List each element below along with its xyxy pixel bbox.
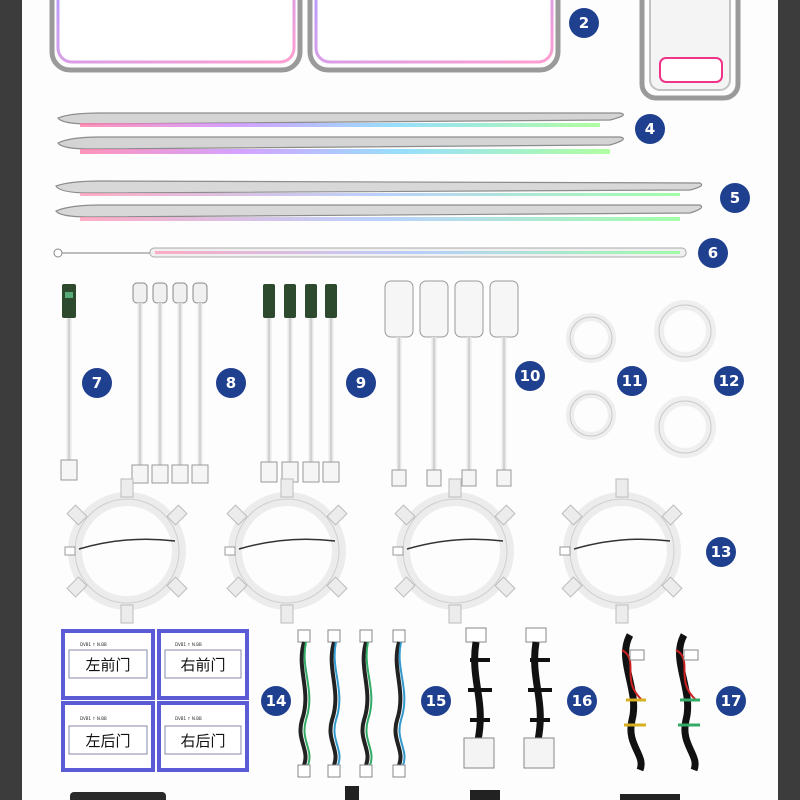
svg-text:5: 5 [730, 189, 740, 207]
number-badges: 2 4 5 6 7 8 9 10 11 12 13 14 15 16 17 [82, 8, 750, 716]
svg-text:12: 12 [719, 372, 740, 390]
badge-12: 12 [714, 366, 744, 396]
svg-text:14: 14 [266, 692, 287, 710]
part-3-frame [639, 0, 741, 101]
left-edge-shadow [0, 0, 22, 800]
part-6-fiber [53, 247, 687, 258]
part-11-rings [566, 313, 616, 440]
svg-text:8: 8 [226, 374, 236, 392]
svg-text:7: 7 [92, 374, 102, 392]
badge-15: 15 [421, 686, 451, 716]
card-right-rear: 右后门 [180, 732, 225, 750]
svg-text:16: 16 [572, 692, 593, 710]
svg-text:4: 4 [645, 120, 655, 138]
part-10-panels [384, 280, 519, 487]
part-17-harness [621, 633, 700, 772]
svg-text:DVB1 ↑ N.BB: DVB1 ↑ N.BB [175, 716, 202, 721]
card-right-front: 右前门 [180, 656, 225, 674]
svg-text:9: 9 [356, 374, 366, 392]
badge-13: 13 [706, 537, 736, 567]
badge-6: 6 [698, 238, 728, 268]
badge-17: 17 [716, 686, 746, 716]
svg-text:15: 15 [426, 692, 447, 710]
part-9-cables [260, 284, 340, 483]
badge-14: 14 [261, 686, 291, 716]
part-5-strips [55, 180, 703, 221]
svg-text:DVB1 ↑ N.BB: DVB1 ↑ N.BB [80, 716, 107, 721]
badge-8: 8 [216, 368, 246, 398]
part-16-harness [463, 627, 555, 769]
badge-2: 2 [569, 8, 599, 38]
part-4-strips [57, 112, 624, 154]
badge-9: 9 [346, 368, 376, 398]
part-8-cables [131, 282, 209, 484]
svg-text:6: 6 [708, 244, 718, 262]
card-left-front: 左前门 [85, 656, 130, 674]
svg-text:17: 17 [721, 692, 742, 710]
part-2-frames [49, 0, 561, 73]
badge-7: 7 [82, 368, 112, 398]
svg-text:DVB1 ↑ N.BB: DVB1 ↑ N.BB [175, 642, 202, 647]
part-7-cable [60, 284, 78, 481]
part-14-15-wires [297, 629, 406, 778]
svg-text:DVB1 ↑ N.BB: DVB1 ↑ N.BB [80, 642, 107, 647]
part-13-speaker-rings [64, 478, 683, 624]
svg-text:13: 13 [711, 543, 732, 561]
badge-10: 10 [515, 361, 545, 391]
badge-16: 16 [567, 686, 597, 716]
badge-4: 4 [635, 114, 665, 144]
door-label-cards: DVB1 ↑ N.BB 左前门 DVB1 ↑ N.BB 右前门 DVB1 ↑ N… [61, 629, 249, 772]
svg-text:10: 10 [520, 367, 541, 385]
bottom-cropped-items [70, 786, 680, 800]
right-edge-shadow [778, 0, 800, 800]
badge-11: 11 [617, 366, 647, 396]
svg-text:2: 2 [579, 14, 589, 32]
part-12-rings [654, 300, 716, 458]
badge-5: 5 [720, 183, 750, 213]
card-left-rear: 左后门 [85, 732, 130, 750]
svg-text:11: 11 [622, 372, 643, 390]
